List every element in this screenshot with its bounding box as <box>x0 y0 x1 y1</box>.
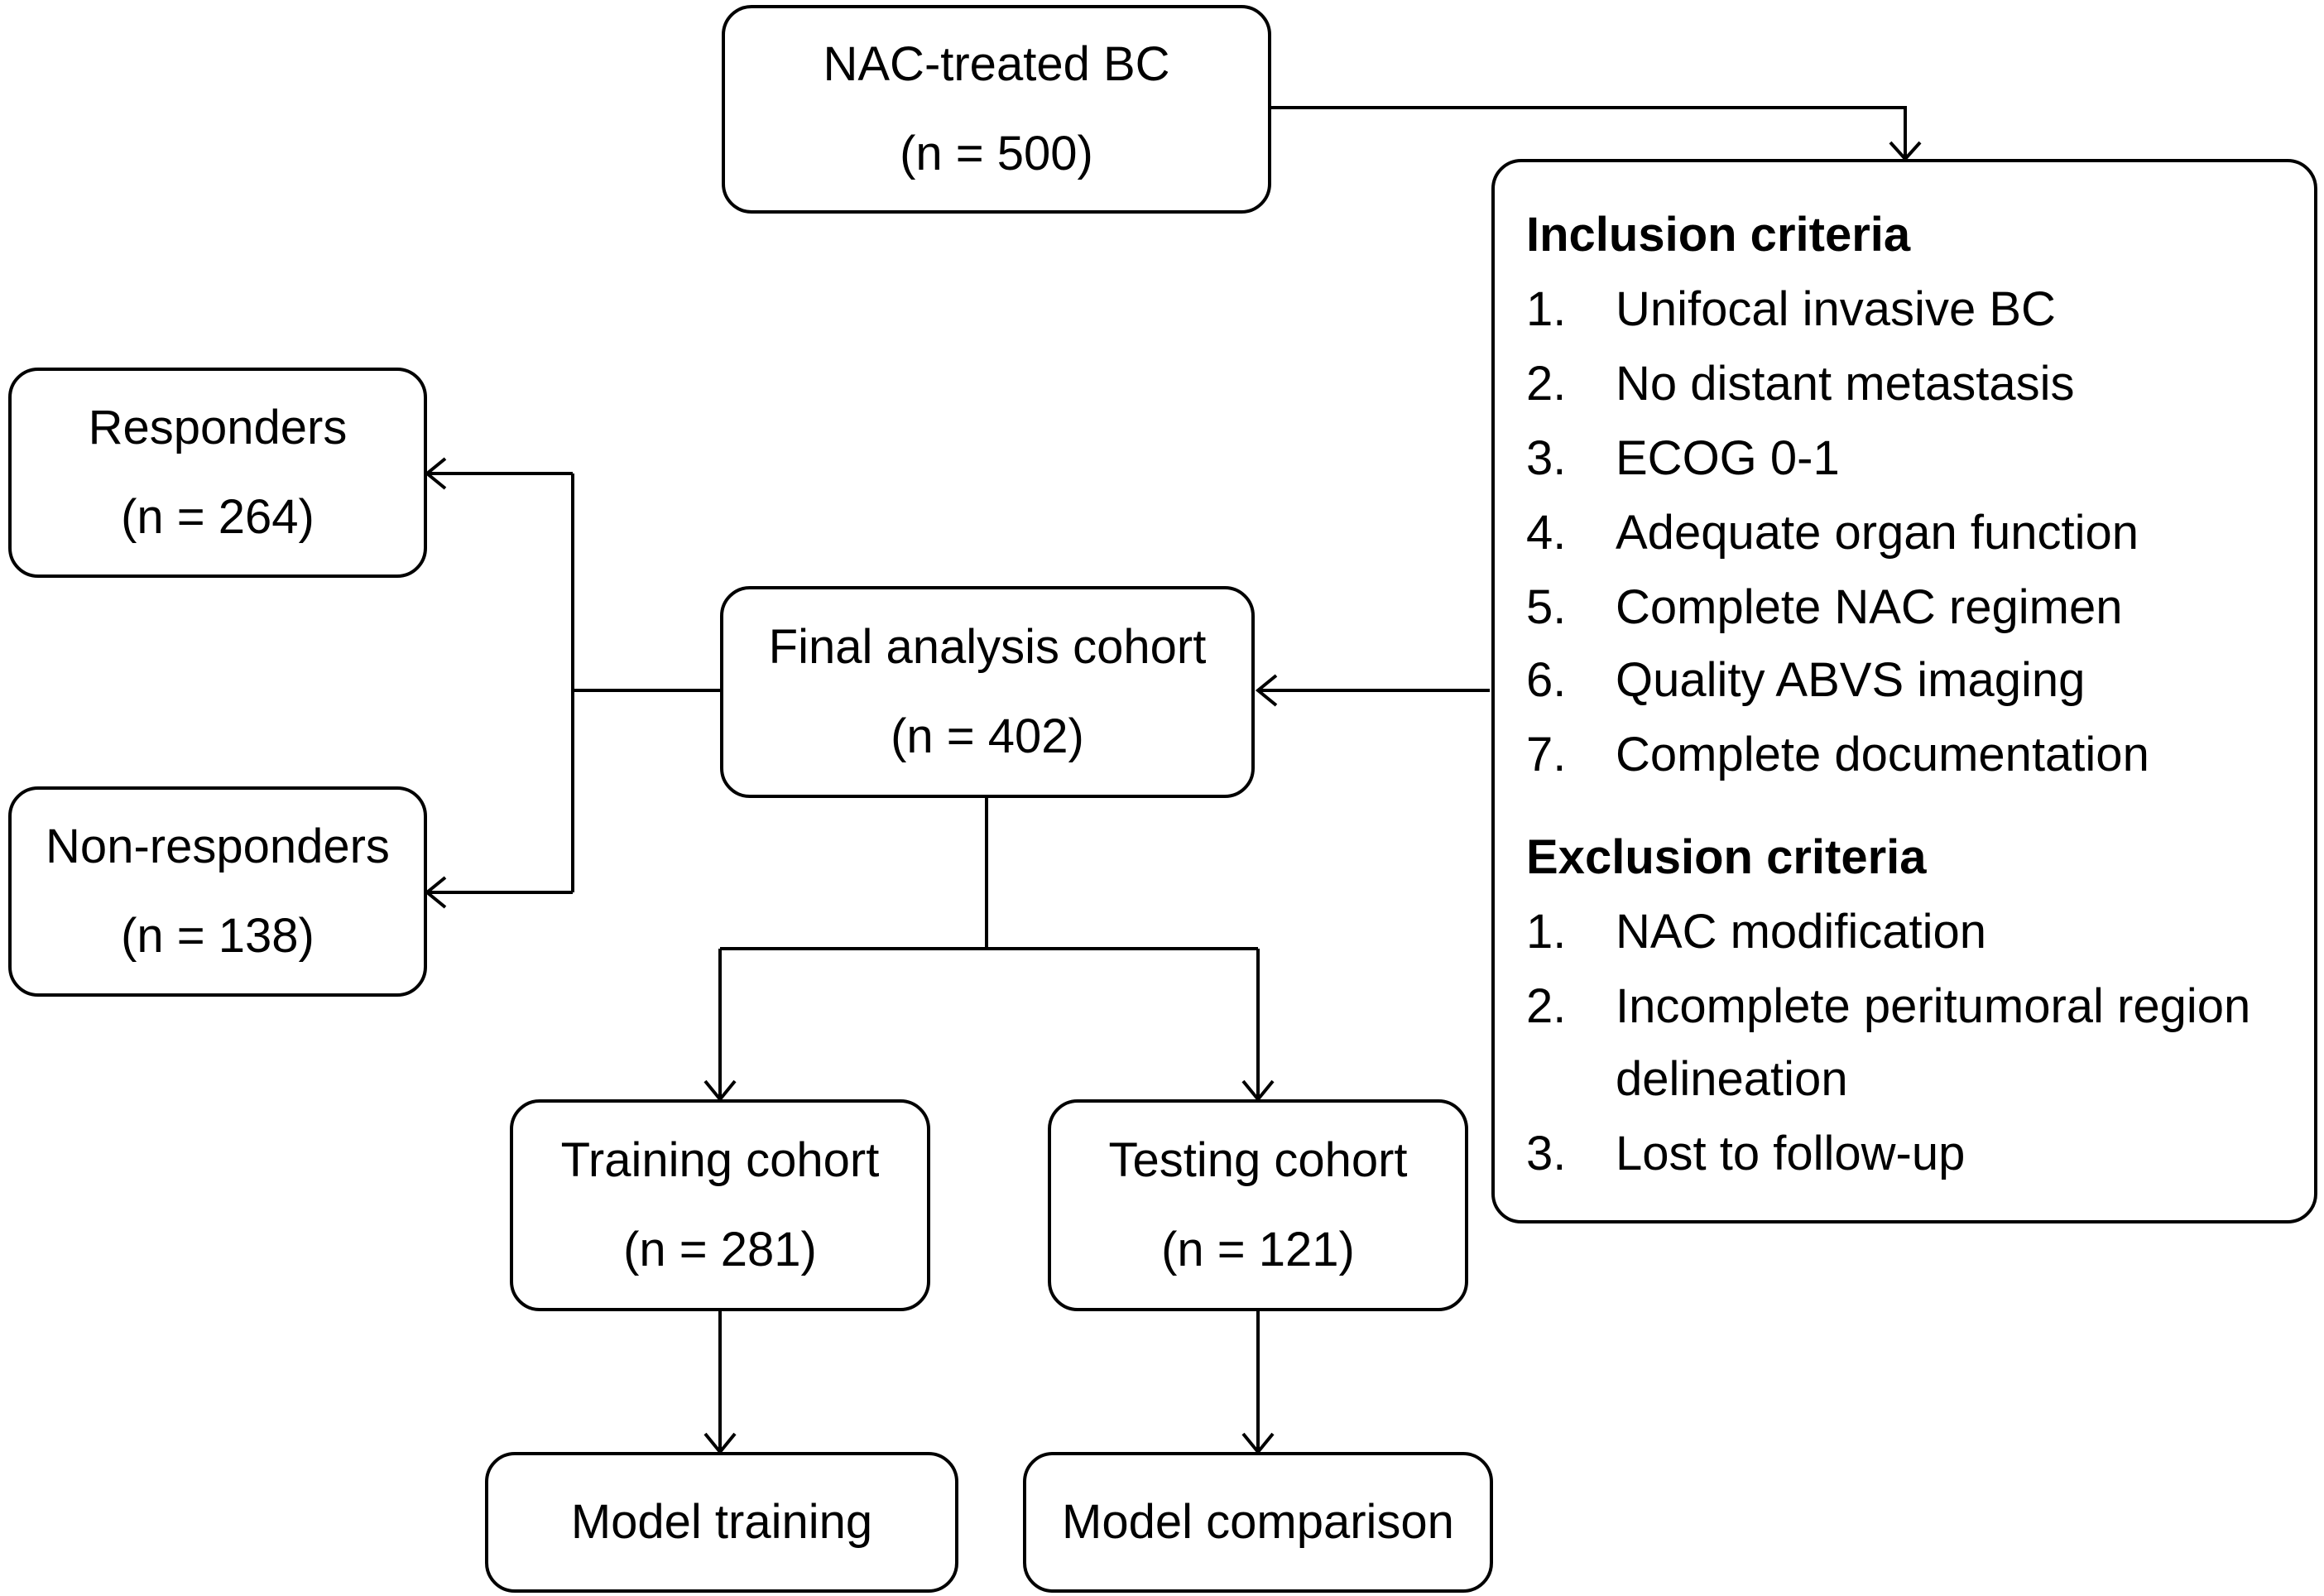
item-number: 6. <box>1526 653 1567 707</box>
inclusion-item: 7. Complete documentation <box>1526 728 2149 781</box>
item-text: ECOG 0-1 <box>1616 431 1840 485</box>
node-title: NAC-treated BC <box>823 37 1170 91</box>
item-number: 7. <box>1526 728 1567 781</box>
inclusion-criteria-heading: Inclusion criteria <box>1526 208 1911 262</box>
item-text: No distant metastasis <box>1616 357 2075 411</box>
node-title: Final analysis cohort <box>768 620 1207 674</box>
node-count: (n = 138) <box>121 909 315 963</box>
item-number: 1. <box>1526 905 1567 959</box>
criteria-box: Inclusion criteria 1. Unifocal invasive B… <box>1491 159 2317 1223</box>
node-model-comparison: Model comparison <box>1023 1452 1493 1593</box>
node-count: (n = 281) <box>623 1223 817 1276</box>
item-number: 3. <box>1526 1127 1567 1180</box>
node-count: (n = 121) <box>1161 1223 1355 1276</box>
inclusion-item: 2. No distant metastasis <box>1526 358 2074 411</box>
item-text: Quality ABVS imaging <box>1616 653 2086 707</box>
item-text: NAC modification <box>1616 905 1987 959</box>
node-title: Non-responders <box>46 820 390 873</box>
node-count: (n = 402) <box>891 709 1084 763</box>
inclusion-item: 1. Unifocal invasive BC <box>1526 283 2056 336</box>
node-title: Testing cohort <box>1108 1133 1408 1187</box>
item-number: 2. <box>1526 979 1567 1033</box>
node-count: (n = 500) <box>900 127 1093 180</box>
item-text: Lost to follow-up <box>1616 1127 1966 1180</box>
node-final-analysis-cohort: Final analysis cohort (n = 402) <box>720 586 1255 798</box>
item-text: Complete NAC regimen <box>1616 580 2123 634</box>
node-responders: Responders (n = 264) <box>8 368 427 578</box>
item-text: Incomplete peritumoral region <box>1616 979 2251 1033</box>
item-text: Unifocal invasive BC <box>1616 282 2056 336</box>
item-text-continuation: delineation <box>1616 1052 1848 1106</box>
inclusion-item: 5. Complete NAC regimen <box>1526 581 2122 634</box>
inclusion-item: 4. Adequate organ function <box>1526 507 2139 560</box>
exclusion-item: 3. Lost to follow-up <box>1526 1127 1965 1180</box>
item-number: 2. <box>1526 357 1567 411</box>
node-nac-treated-bc: NAC-treated BC (n = 500) <box>722 5 1271 214</box>
item-number: 3. <box>1526 431 1567 485</box>
node-testing-cohort: Testing cohort (n = 121) <box>1048 1099 1468 1311</box>
inclusion-item: 3. ECOG 0-1 <box>1526 432 1840 485</box>
arrow-start-to-criteria <box>1271 106 1907 157</box>
node-non-responders: Non-responders (n = 138) <box>8 786 427 997</box>
node-title: Model training <box>570 1495 873 1549</box>
exclusion-item: 2. Incomplete peritumoral region <box>1526 980 2250 1033</box>
item-number: 5. <box>1526 580 1567 634</box>
node-training-cohort: Training cohort (n = 281) <box>510 1099 930 1311</box>
node-title: Model comparison <box>1062 1495 1454 1549</box>
exclusion-criteria-heading: Exclusion criteria <box>1526 830 1927 884</box>
node-count: (n = 264) <box>121 490 315 544</box>
item-number: 1. <box>1526 282 1567 336</box>
item-text: Complete documentation <box>1616 728 2149 781</box>
node-title: Training cohort <box>560 1133 880 1187</box>
item-text: Adequate organ function <box>1616 506 2139 560</box>
inclusion-item: 6. Quality ABVS imaging <box>1526 654 2085 707</box>
node-model-training: Model training <box>485 1452 958 1593</box>
exclusion-item: 1. NAC modification <box>1526 906 1986 959</box>
item-number: 4. <box>1526 506 1567 560</box>
node-title: Responders <box>88 401 348 454</box>
